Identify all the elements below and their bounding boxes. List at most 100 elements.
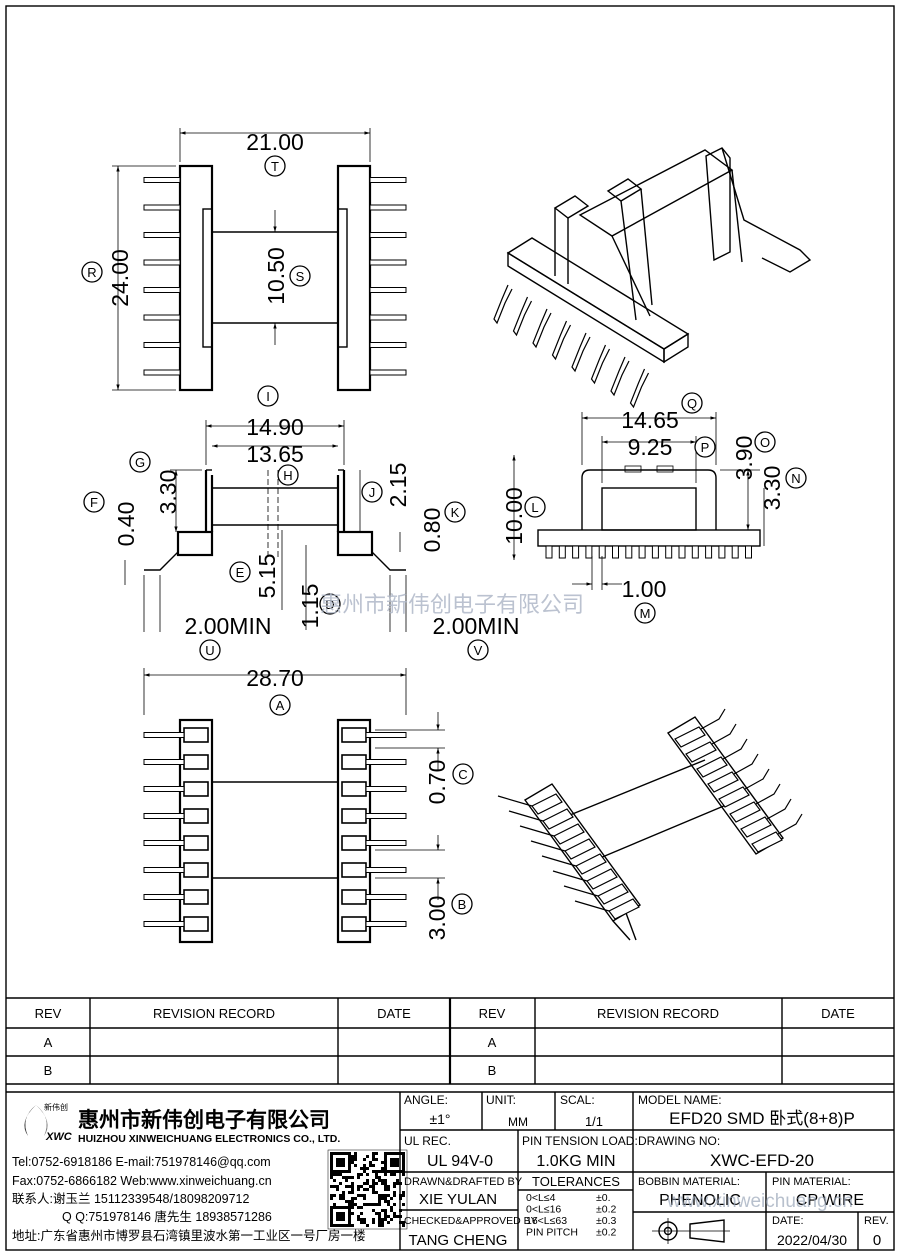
dim-front-f: 0.40 xyxy=(113,502,139,547)
qr-module xyxy=(366,1167,369,1170)
qr-module xyxy=(351,1176,354,1179)
company-address: 地址:广东省惠州市博罗县石湾镇里波水第一工业区一号厂房一楼 xyxy=(12,1228,365,1243)
tooth xyxy=(564,838,596,860)
pad xyxy=(183,754,209,770)
pad xyxy=(341,862,367,878)
pad xyxy=(183,808,209,824)
side-view: 14.65 Q 9.25 P 3.90 O 3.30 N 10.00 L 1.0… xyxy=(501,392,807,624)
qr-module xyxy=(366,1173,369,1176)
ref-b: B xyxy=(458,897,467,912)
qr-module xyxy=(372,1188,375,1191)
drawing-label: DRAWING NO: xyxy=(638,1134,720,1148)
qr-module xyxy=(345,1179,348,1182)
qr-module xyxy=(402,1224,405,1227)
pad xyxy=(341,889,367,905)
checked-value: TANG CHENG xyxy=(409,1232,508,1249)
qr-module xyxy=(345,1176,348,1179)
pin-tooth xyxy=(572,545,580,559)
qr-module xyxy=(396,1215,399,1218)
company-name-en: HUIZHOU XINWEICHUANG ELECTRONICS CO., LT… xyxy=(78,1133,340,1145)
web-watermark: www.xinweichuang.cn xyxy=(666,1191,853,1212)
tooth xyxy=(542,808,574,830)
qr-module xyxy=(336,1188,339,1191)
qr-module xyxy=(351,1182,354,1185)
pin xyxy=(777,813,803,835)
qr-module xyxy=(396,1182,399,1185)
pin xyxy=(143,287,181,293)
pin xyxy=(519,825,555,837)
pin-tooth xyxy=(625,545,633,559)
company-logo: 新伟创 XWC xyxy=(24,1102,73,1143)
company-name-cn: 惠州市新伟创电子有限公司 xyxy=(78,1108,330,1132)
pin xyxy=(143,342,181,348)
pin-tooth xyxy=(665,545,673,559)
tension-label: PIN TENSION LOAD: xyxy=(522,1134,638,1148)
pin-value: CP WIRE xyxy=(796,1192,864,1209)
qr-module xyxy=(372,1218,375,1221)
pin xyxy=(365,813,407,819)
ref-c: C xyxy=(458,767,467,782)
record-header-2: REVISION RECORD xyxy=(597,1006,719,1021)
pin-tooth xyxy=(705,545,713,559)
rev-label: REV. xyxy=(864,1215,889,1227)
pin-tooth xyxy=(745,545,752,559)
ref-n: N xyxy=(791,471,800,486)
tooth xyxy=(696,756,728,778)
qr-module xyxy=(381,1224,384,1227)
qr-module xyxy=(375,1212,378,1215)
projection-symbol-icon xyxy=(652,1218,730,1244)
qr-module xyxy=(333,1194,336,1197)
qr-module xyxy=(384,1218,387,1221)
tooth xyxy=(718,786,750,808)
pin-tooth xyxy=(558,545,566,559)
ul-value: UL 94V-0 xyxy=(427,1153,493,1170)
pin xyxy=(530,840,566,852)
qr-module xyxy=(375,1176,378,1179)
qr-module xyxy=(351,1155,354,1158)
qr-module xyxy=(372,1152,375,1155)
pin xyxy=(369,204,407,211)
pin xyxy=(571,332,591,373)
qr-module xyxy=(351,1212,354,1215)
pin xyxy=(497,795,533,807)
tolerance-range: 0<L≤16 xyxy=(526,1204,561,1216)
unit-label: UNIT: xyxy=(486,1093,516,1107)
qr-module xyxy=(384,1182,387,1185)
qr-module xyxy=(345,1185,348,1188)
pin xyxy=(143,732,185,738)
qr-finder xyxy=(336,1158,345,1167)
drawing-value: XWC-EFD-20 xyxy=(710,1151,814,1170)
rev-value: 0 xyxy=(873,1232,881,1249)
ref-t: T xyxy=(271,159,279,174)
qr-module xyxy=(372,1179,375,1182)
dim-front-w1: 14.90 xyxy=(246,414,304,440)
tolerances-label: TOLERANCES xyxy=(532,1174,620,1189)
revision-table: REV REVISION RECORD DATE REV REVISION RE… xyxy=(6,997,894,1085)
qr-module xyxy=(360,1167,363,1170)
pad xyxy=(183,862,209,878)
scale-value: 1/1 xyxy=(585,1114,603,1129)
tolerance-range: 16<L≤63 xyxy=(526,1215,567,1227)
qr-module xyxy=(387,1215,390,1218)
qr-module xyxy=(393,1173,396,1176)
rev-header-2: REV xyxy=(479,1006,506,1021)
logo-text: XWC xyxy=(45,1131,73,1143)
angle-label: ANGLE: xyxy=(404,1093,448,1107)
qr-module xyxy=(342,1176,345,1179)
qr-module xyxy=(372,1209,375,1212)
company-tel: Tel:0752-6918186 E-mail:751978146@qq.com xyxy=(12,1155,271,1169)
qr-module xyxy=(378,1203,381,1206)
qr-module xyxy=(333,1185,336,1188)
qr-module xyxy=(378,1194,381,1197)
model-label: MODEL NAME: xyxy=(638,1093,722,1107)
front-view: 14.90 I 13.65 H 3.30 G 0.40 F 2.15 J 0.8… xyxy=(83,385,519,661)
dim-side-p: 9.25 xyxy=(628,434,673,460)
ref-f: F xyxy=(90,495,98,510)
qr-module xyxy=(369,1203,372,1206)
qr-module xyxy=(354,1197,357,1200)
pin xyxy=(143,921,185,927)
qr-module xyxy=(390,1173,393,1176)
tooth xyxy=(707,771,739,793)
ref-o: O xyxy=(760,435,770,450)
qr-finder xyxy=(336,1212,345,1221)
